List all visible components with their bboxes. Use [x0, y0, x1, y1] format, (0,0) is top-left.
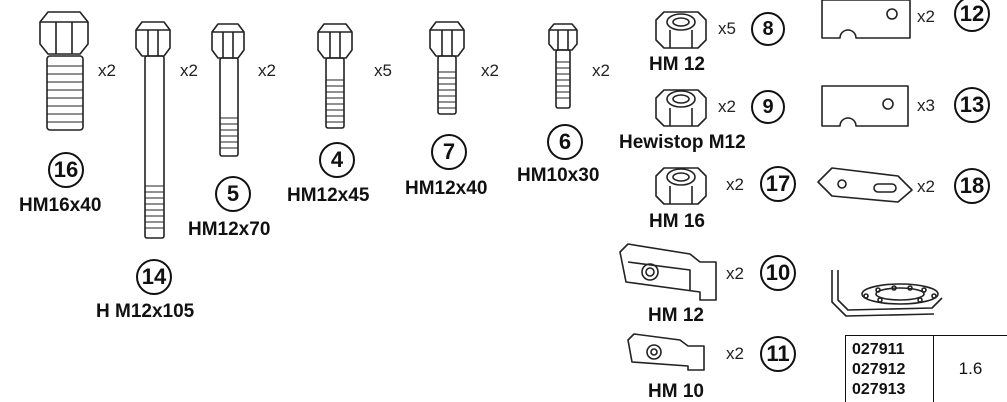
clip-nut-11-drawing	[627, 333, 705, 371]
bolt-14-number: 14	[136, 259, 172, 295]
bolt-5-label: HM12x70	[188, 219, 271, 240]
bolt-6-drawing	[548, 23, 578, 109]
bolt-5-quantity: x2	[258, 61, 276, 80]
clip-nut-10-quantity: x2	[726, 264, 744, 283]
nut-9-number: 9	[751, 90, 785, 124]
bolt-5-drawing	[211, 23, 245, 157]
plate-12-quantity: x2	[917, 7, 935, 26]
nut-17-quantity: x2	[726, 175, 744, 194]
bolt-4-drawing	[317, 23, 353, 129]
nut-17-label: HM 16	[649, 211, 705, 232]
nut-9-label: Hewistop M12	[619, 132, 746, 153]
bolt-16-number: 16	[48, 152, 84, 188]
bolt-16-label: HM16x40	[19, 195, 102, 216]
bolt-14-label: H M12x105	[96, 301, 195, 322]
clip-nut-11-label: HM 10	[648, 381, 704, 402]
nut-17-drawing	[655, 167, 707, 205]
plate-13-drawing	[821, 85, 909, 127]
angle-bracket-drawing	[831, 270, 943, 317]
bolt-4-quantity: x5	[374, 61, 392, 80]
bolt-4-number: 4	[319, 142, 355, 178]
nut-17-number: 17	[760, 166, 796, 202]
bolt-6-number: 6	[547, 124, 583, 160]
plate-13-quantity: x3	[917, 96, 935, 115]
bolt-14-drawing	[135, 21, 171, 239]
clip-nut-10-drawing	[619, 243, 717, 301]
plate-12-drawing	[821, 0, 911, 39]
bolt-7-drawing	[429, 21, 465, 115]
code-2: 027912	[852, 361, 906, 378]
bolt-5-number: 5	[215, 176, 251, 212]
reference-code-table: 027911 027912 027913 1.6	[845, 335, 1007, 402]
bolt-7-label: HM12x40	[405, 178, 488, 199]
bolt-16-drawing	[39, 11, 89, 131]
version-cell: 1.6	[958, 359, 983, 378]
nut-9-drawing	[655, 89, 707, 127]
nut-8-drawing	[655, 11, 707, 49]
code-3: 027913	[852, 381, 906, 398]
nut-8-label: HM 12	[649, 54, 705, 75]
clip-nut-11-number: 11	[760, 336, 796, 372]
link-plate-18-drawing	[817, 167, 913, 203]
code-1: 027911	[852, 341, 905, 358]
plate-13-number: 13	[954, 87, 990, 123]
clip-nut-11-quantity: x2	[726, 344, 744, 363]
nut-8-number: 8	[751, 12, 785, 46]
bolt-6-label: HM10x30	[517, 165, 600, 186]
clip-nut-10-number: 10	[760, 255, 796, 291]
link-plate-18-quantity: x2	[917, 177, 935, 196]
bolt-14-quantity: x2	[180, 61, 198, 80]
code-column: 027911 027912 027913	[846, 336, 934, 402]
nut-9-quantity: x2	[718, 97, 736, 116]
bolt-4-label: HM12x45	[287, 185, 370, 206]
nut-8-quantity: x5	[718, 19, 736, 38]
bolt-7-quantity: x2	[481, 61, 499, 80]
plate-12-number: 12	[954, 0, 990, 32]
clip-nut-10-label: HM 12	[648, 305, 704, 326]
link-plate-18-number: 18	[954, 168, 990, 204]
bolt-7-number: 7	[431, 134, 467, 170]
bolt-16-quantity: x2	[98, 61, 116, 80]
bolt-6-quantity: x2	[592, 61, 610, 80]
